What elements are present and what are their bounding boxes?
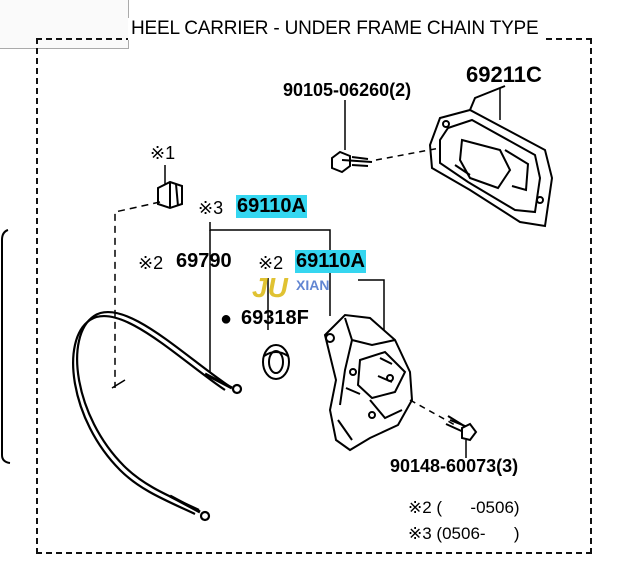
grommet-69318f-drawing xyxy=(262,344,290,380)
label-69110a-lower: 69110A xyxy=(295,250,366,273)
mark-1: ※1 xyxy=(150,143,176,163)
screw-90148-drawing xyxy=(445,415,478,442)
inset-thumbnail xyxy=(0,0,129,49)
release-cable-drawing xyxy=(72,310,243,522)
cable-clip-drawing xyxy=(157,180,183,210)
label-69790: 69790 xyxy=(176,250,232,272)
mark-2-b: ※2 xyxy=(258,253,284,273)
watermark-text: XIAN xyxy=(296,277,330,293)
handle-69211c-drawing xyxy=(428,85,554,228)
label-90148: 90148-60073(3) xyxy=(390,456,519,476)
mark-3: ※3 xyxy=(198,198,224,218)
watermark-logo: JU xyxy=(252,272,288,303)
bolt-90105-drawing xyxy=(331,150,373,174)
label-90105: 90105-06260(2) xyxy=(283,80,412,100)
footnote-3: ※3 (0506- ) xyxy=(408,524,520,543)
diagram-title: HEEL CARRIER - UNDER FRAME CHAIN TYPE xyxy=(128,18,542,40)
label-69110a-upper: 69110A xyxy=(236,195,307,218)
mark-2-a: ※2 xyxy=(138,253,164,273)
bullet-mark: ● xyxy=(220,308,233,330)
label-69211c: 69211C xyxy=(466,62,542,87)
label-69318f: 69318F xyxy=(241,307,309,329)
footnote-2: ※2 ( -0506) xyxy=(408,498,520,517)
lock-assembly-69110a-drawing xyxy=(323,313,414,452)
